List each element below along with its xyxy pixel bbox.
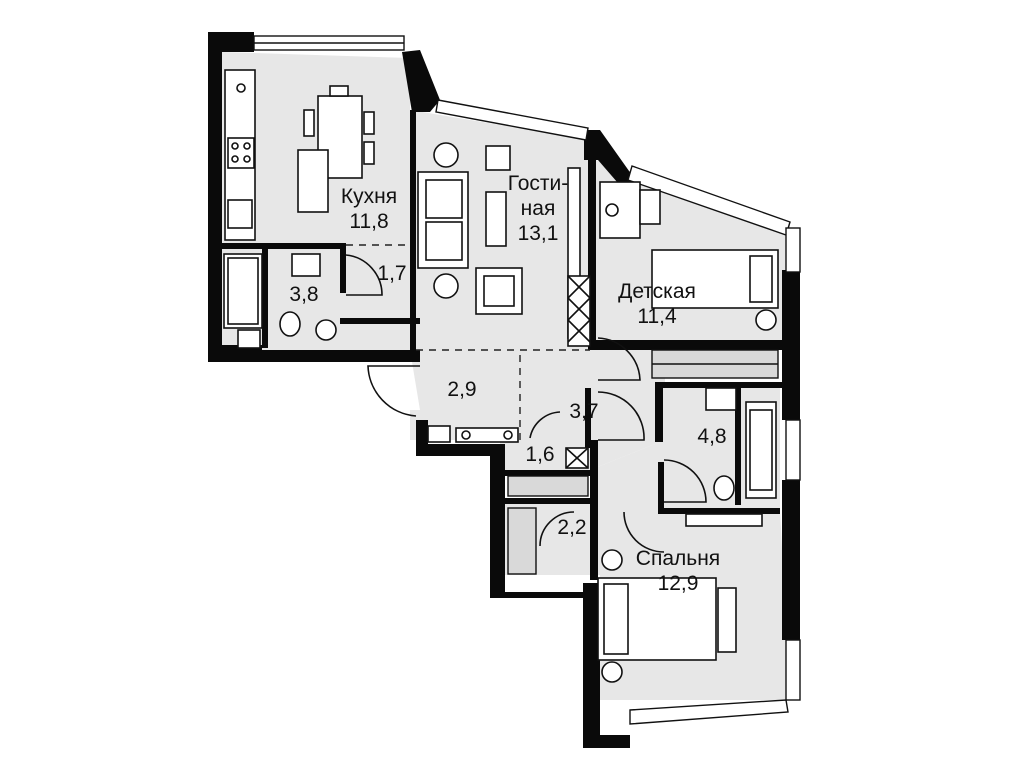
bath-small-area: 3,8 bbox=[289, 283, 319, 306]
bedroom-label: Спальня 12,9 bbox=[626, 547, 730, 597]
bedroom-furniture bbox=[597, 549, 737, 683]
zone-separators bbox=[346, 244, 590, 440]
bedroom-area: 12,9 bbox=[657, 571, 699, 595]
kitchen-furniture bbox=[224, 69, 375, 241]
bedroom-name: Спальня bbox=[635, 547, 721, 570]
hall-area: 2,9 bbox=[447, 378, 477, 401]
corridor-mid-area: 3,7 bbox=[569, 400, 599, 423]
living-area: 13,1 bbox=[517, 221, 559, 245]
kids-label: Детская 11,4 bbox=[605, 280, 709, 330]
bath-large-area: 4,8 bbox=[697, 425, 727, 448]
kitchen-name: Кухня bbox=[340, 185, 398, 208]
closet-wardrobe-area: 2,2 bbox=[557, 516, 587, 539]
bath-large-fixtures bbox=[685, 387, 777, 527]
living-furniture bbox=[417, 142, 591, 347]
kitchen-area: 11,8 bbox=[349, 209, 389, 233]
kids-name: Детская bbox=[618, 280, 696, 303]
living-name-line1: Гости- bbox=[507, 172, 569, 195]
kitchen-label: Кухня 11,8 bbox=[330, 185, 408, 235]
windows bbox=[253, 35, 801, 725]
kids-furniture bbox=[599, 181, 779, 379]
living-label: Гости- ная 13,1 bbox=[496, 172, 580, 246]
living-name-line2: ная bbox=[520, 196, 556, 220]
kids-area: 11,4 bbox=[637, 304, 677, 328]
bath-small-fixtures bbox=[223, 253, 337, 349]
corridor-upper-area: 1,7 bbox=[377, 262, 407, 285]
doors bbox=[345, 254, 707, 553]
closet-small-area: 1,6 bbox=[525, 443, 555, 466]
walls bbox=[208, 32, 800, 748]
hall-fixtures bbox=[427, 425, 589, 575]
